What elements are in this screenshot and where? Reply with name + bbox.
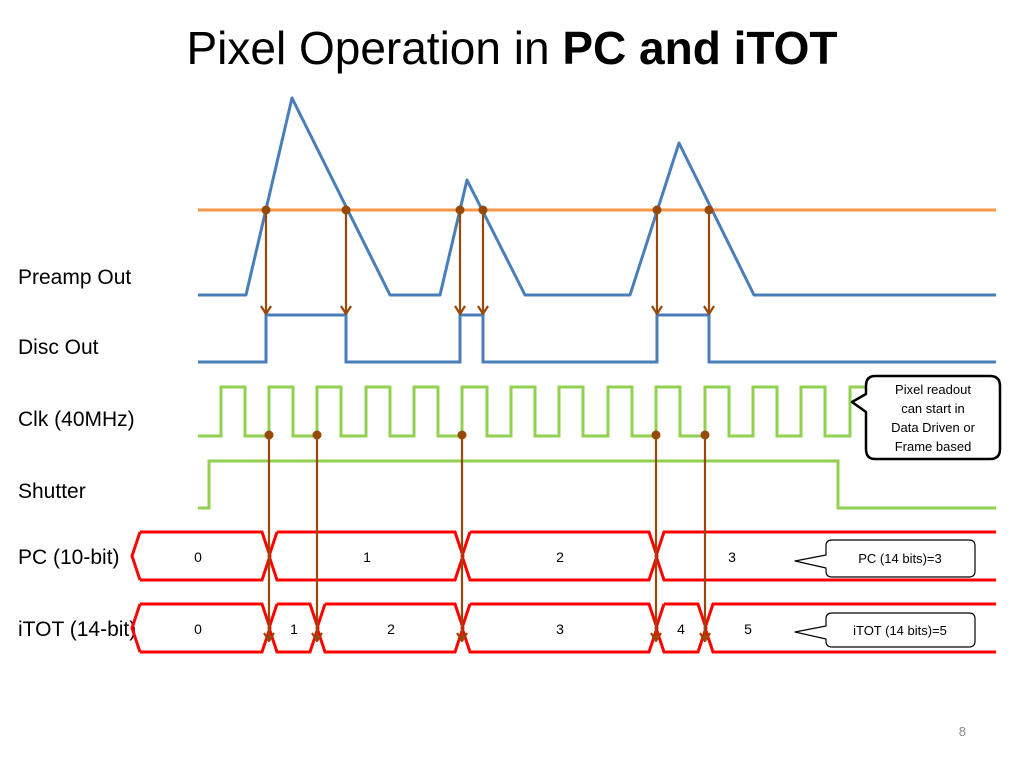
clk-label: Clk (40MHz) <box>18 408 135 431</box>
itot-count-4: 4 <box>677 621 685 637</box>
title-main: Pixel Operation in <box>186 22 563 74</box>
pc-count-values: 0 1 2 3 <box>194 549 736 565</box>
itot-count-3: 3 <box>556 621 564 637</box>
slide-title: Pixel Operation in PC and iTOT <box>0 18 1024 78</box>
readout-callout-line-3: Data Driven or <box>891 420 975 435</box>
itot-count-5: 5 <box>744 621 752 637</box>
itot-count-values: 0 1 2 3 4 5 <box>194 621 752 637</box>
disc-out-label: Disc Out <box>18 336 99 359</box>
pc-counter-label: PC (10-bit) <box>18 546 120 569</box>
shutter-label: Shutter <box>18 480 86 503</box>
pc-count-2: 2 <box>556 549 564 565</box>
itot-count-0: 0 <box>194 621 202 637</box>
readout-callout-line-2: can start in <box>901 401 965 416</box>
itot-count-2: 2 <box>387 621 395 637</box>
pc-result-callout: PC (14 bits)=3 <box>794 539 976 578</box>
preamp-out-label: Preamp Out <box>18 266 132 289</box>
preamp-out-waveform <box>198 96 996 297</box>
clock-edge-arrows <box>269 435 705 640</box>
title-bold: PC and iTOT <box>562 22 838 74</box>
clock-edge-dots <box>264 430 710 440</box>
itot-result-callout: iTOT (14 bits)=5 <box>794 612 976 648</box>
threshold-crossing-arrows <box>266 210 709 313</box>
itot-result-text: iTOT (14 bits)=5 <box>853 623 947 638</box>
disc-out-waveform <box>198 313 996 364</box>
pc-count-3: 3 <box>728 549 736 565</box>
readout-callout-line-1: Pixel readout <box>895 382 971 397</box>
readout-callout: Pixel readout can start in Data Driven o… <box>850 374 1002 461</box>
page-number: 8 <box>958 724 966 739</box>
pc-count-1: 1 <box>363 549 371 565</box>
clock-waveform <box>198 385 868 438</box>
itot-count-1: 1 <box>290 621 298 637</box>
itot-counter-label: iTOT (14-bit) <box>18 618 137 641</box>
pc-result-text: PC (14 bits)=3 <box>858 551 941 566</box>
pc-count-0: 0 <box>194 549 202 565</box>
readout-callout-line-4: Frame based <box>895 439 972 454</box>
threshold-crossing-dots <box>261 205 714 215</box>
shutter-waveform <box>198 459 996 510</box>
